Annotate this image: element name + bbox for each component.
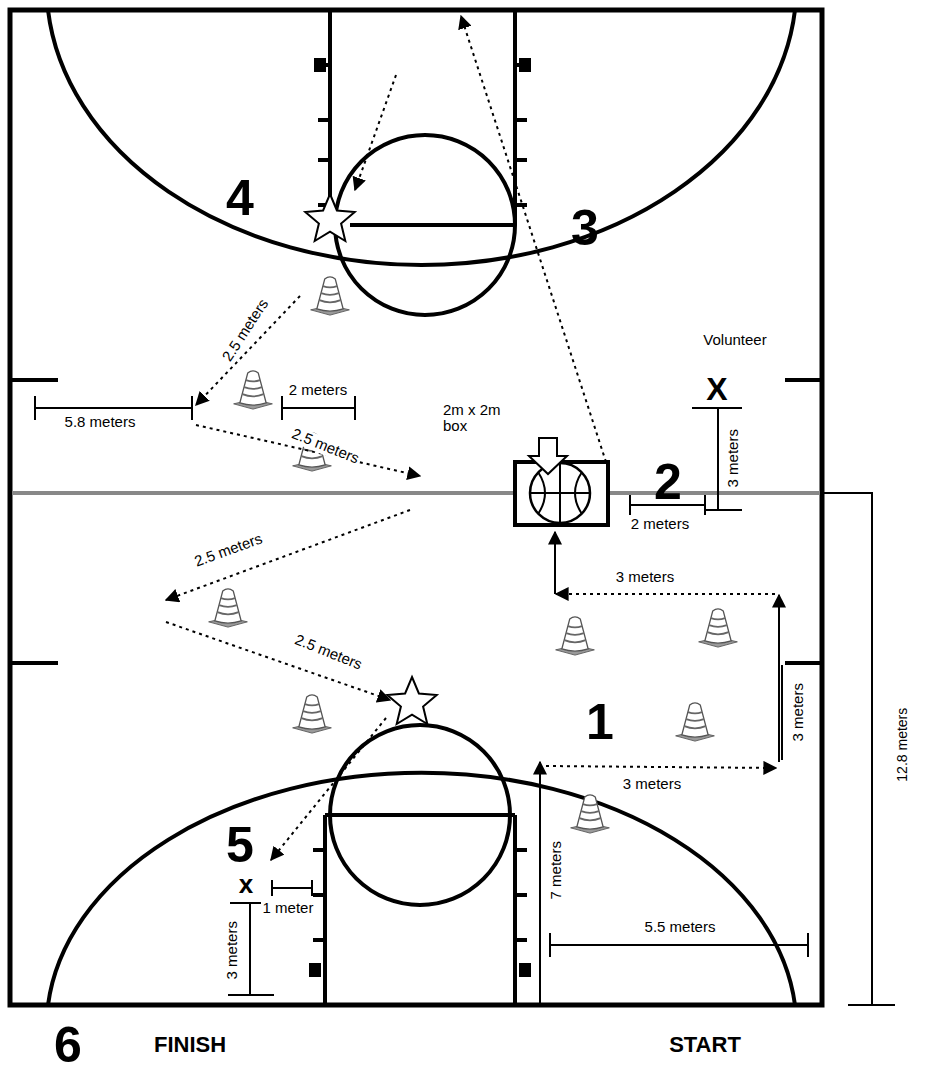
volunteer-mark: X <box>704 372 729 407</box>
center-line <box>12 491 820 495</box>
station-number: 3 <box>569 201 601 256</box>
station-number: 4 <box>224 171 256 226</box>
dimension-label: 7 meters <box>548 839 565 901</box>
dimension-label: 2 meters <box>629 516 691 533</box>
box-label: 2m x 2m box <box>441 402 523 435</box>
cones <box>209 277 738 833</box>
dimension-label: 12.8 meters <box>895 706 910 784</box>
dimension-label: 3 meters <box>790 681 807 743</box>
dimension-label: 3 meters <box>614 569 676 586</box>
star-marker <box>387 677 436 724</box>
volunteer-label: Volunteer <box>701 332 768 349</box>
top-key <box>48 10 795 315</box>
finish-label: FINISH <box>152 1033 228 1057</box>
start-label: START <box>667 1033 743 1057</box>
dimension-label: 2 meters <box>287 382 349 399</box>
station-number: 6 <box>52 1018 84 1072</box>
dimension-label: 1 meter <box>261 900 316 917</box>
station-number: 1 <box>584 695 616 750</box>
dimension-label: 3 meters <box>621 776 683 793</box>
station-number: 5 <box>224 818 256 873</box>
ball-box <box>515 438 608 525</box>
target-mark: x <box>237 870 255 899</box>
dimension-label: 3 meters <box>224 919 241 981</box>
court-outline <box>10 10 822 1005</box>
dimension-label: 5.8 meters <box>63 414 138 431</box>
star-marker <box>305 194 354 241</box>
route-arrows <box>166 16 779 1005</box>
dimension-label: 3 meters <box>725 427 742 489</box>
bottom-key <box>48 725 795 1005</box>
dimension-lines <box>35 396 895 1005</box>
dimension-label: 5.5 meters <box>643 919 718 936</box>
station-number: 2 <box>652 455 684 510</box>
side-marks <box>10 380 822 663</box>
